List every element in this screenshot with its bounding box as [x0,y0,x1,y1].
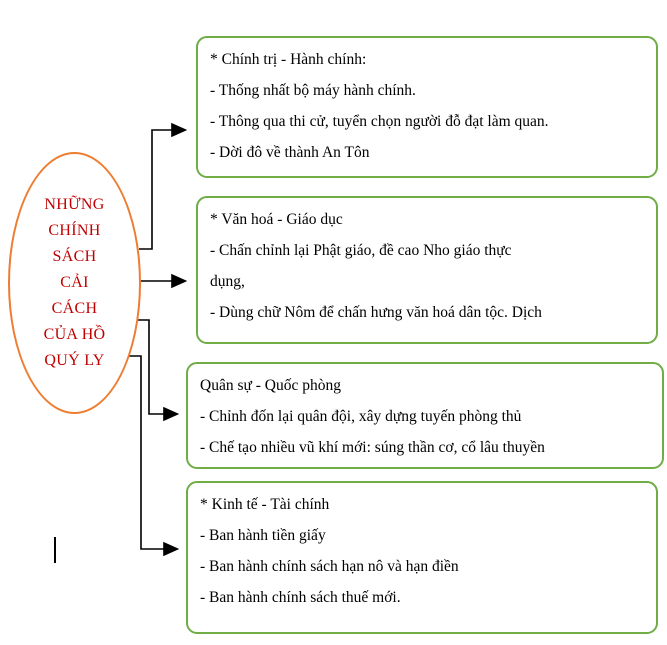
box-item: - Thông qua thi cử, tuyển chọn người đỗ … [210,113,549,130]
military-defense-box: Quân sự - Quốc phòng - Chỉnh đốn lại quâ… [186,362,664,469]
box-heading: * Kinh tế - Tài chính [200,496,330,513]
culture-education-box: * Văn hoá - Giáo dục - Chấn chỉnh lại Ph… [196,196,658,344]
box-item: - Chế tạo nhiều vũ khí mới: súng thần cơ… [200,439,545,456]
box-item: - Ban hành chính sách thuế mới. [200,589,401,606]
central-topic-line: CẢI [60,274,89,291]
box-heading: Quân sự - Quốc phòng [200,377,341,394]
central-topic-line: NHỮNG [44,196,105,213]
box-item: - Chỉnh đốn lại quân đội, xây dựng tuyến… [200,408,522,425]
arrow-to-politics-box [139,122,188,250]
box-item: - Dùng chữ Nôm để chấn hưng văn hoá dân … [210,304,542,321]
central-topic-line: QUÝ LY [44,352,105,369]
politics-administration-box: * Chính trị - Hành chính: - Thống nhất b… [196,36,658,178]
central-topic-line: SÁCH [52,248,97,265]
central-topic-line: CÁCH [51,300,98,317]
box-item: - Dời đô về thành An Tôn [210,144,370,161]
central-topic-ellipse: NHỮNG CHÍNH SÁCH CẢI CÁCH CỦA HỒ QUÝ LY [8,152,141,414]
box-item: - Ban hành chính sách hạn nô và hạn điền [200,558,459,575]
box-item: - Ban hành tiền giấy [200,527,326,544]
box-heading: * Văn hoá - Giáo dục [210,211,343,228]
arrow-to-economy-box [126,355,180,557]
central-topic-line: CHÍNH [48,222,101,239]
arrow-to-military-box [136,319,180,422]
economy-finance-box: * Kinh tế - Tài chính - Ban hành tiền gi… [186,481,658,634]
box-item: - Thống nhất bộ máy hành chính. [210,82,416,99]
box-item: - Chấn chỉnh lại Phật giáo, đề cao Nho g… [210,242,512,259]
central-topic-line: CỦA HỒ [43,326,106,343]
text-cursor [54,537,56,563]
box-item: dụng, [210,273,245,290]
box-heading: * Chính trị - Hành chính: [210,51,367,68]
